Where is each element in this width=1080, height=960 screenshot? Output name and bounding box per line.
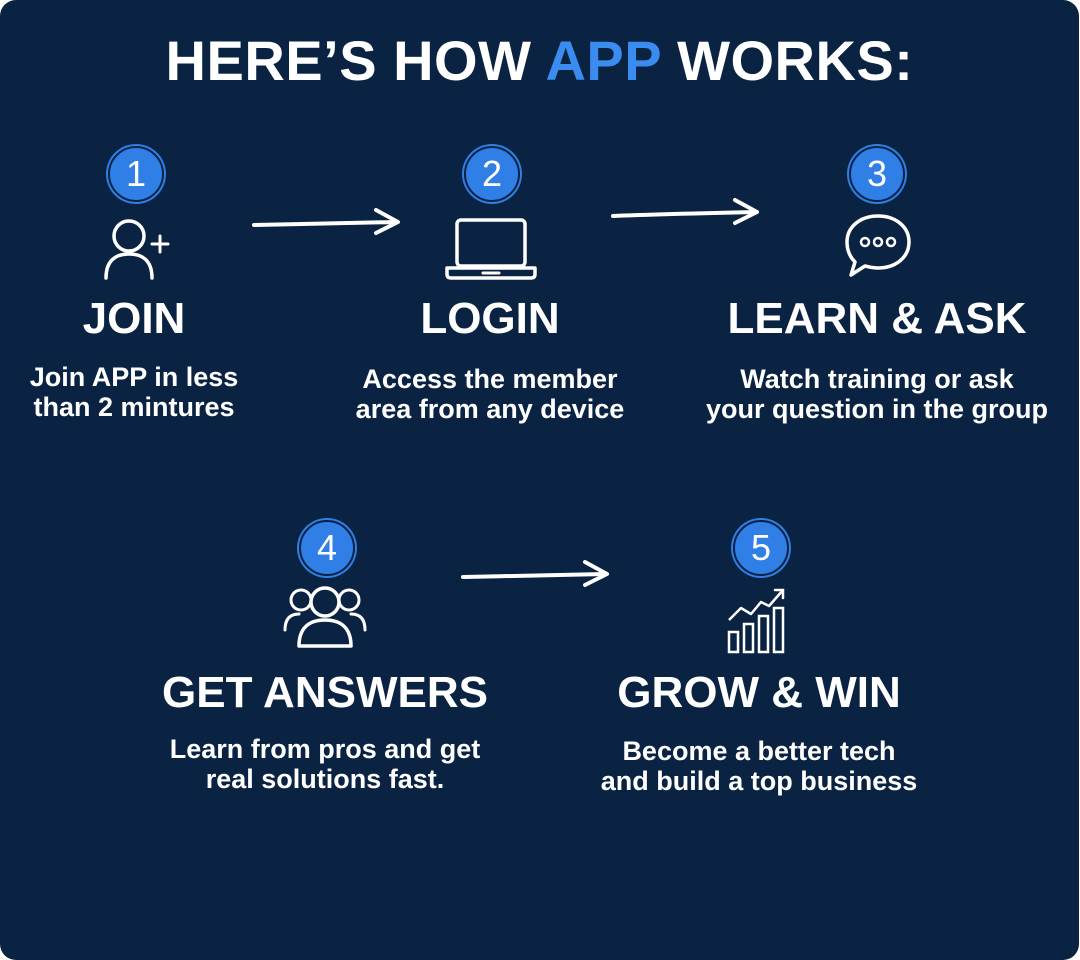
step-description: Join APP in less than 2 mintures [29,362,239,422]
arrow-1-to-2-icon [252,206,404,243]
step-number-badge: 5 [733,520,789,576]
step-heading: LOGIN [420,294,560,343]
page-title: HERE’S HOW APP WORKS: [0,28,1079,93]
step-grow-win: 5 GROW & WIN Become a better tech and bu… [559,514,959,814]
step-get-answers: 4 GET ANSWERS Learn from pros and get re… [125,514,525,814]
chat-bubble-icon [843,212,913,285]
step-login: 2 LOGIN Access the member area from any … [290,140,690,440]
arrow-4-to-5-icon [461,558,613,595]
step-heading: LEARN & ASK [727,294,1027,343]
group-icon [283,582,367,655]
user-plus-icon [100,214,176,289]
step-number-badge: 3 [849,146,905,202]
step-heading: JOIN [82,294,186,343]
growth-chart-icon [725,586,791,661]
step-number-badge: 4 [299,520,355,576]
step-description: Become a better tech and build a top bus… [600,736,918,796]
step-join: 1 JOIN Join APP in less than 2 mintures [0,140,334,440]
step-number-badge: 1 [108,146,164,202]
step-number-badge: 2 [464,146,520,202]
step-description: Access the member area from any device [355,364,625,424]
step-description: Watch training or ask your question in t… [706,364,1048,424]
step-learn-ask: 3 LEARN & ASK Watch training or ask your… [677,140,1077,440]
step-heading: GET ANSWERS [162,668,488,717]
title-accent: APP [545,29,662,92]
arrow-2-to-3-icon [611,196,763,233]
title-suffix: WORKS: [661,29,914,92]
step-description: Learn from pros and get real solutions f… [169,734,481,794]
title-prefix: HERE’S HOW [165,29,546,92]
laptop-icon [445,216,537,287]
step-heading: GROW & WIN [617,668,901,717]
